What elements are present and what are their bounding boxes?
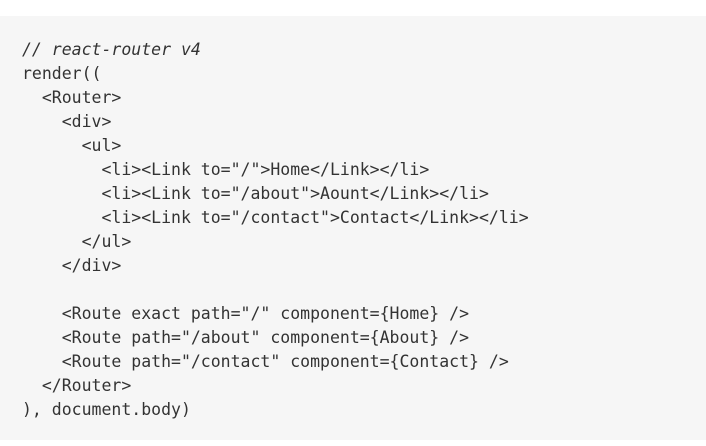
code-line: </ul> — [22, 232, 132, 251]
code-line: </div> — [22, 256, 122, 275]
code-line-blank — [22, 278, 706, 302]
code-line: ), document.body) — [22, 400, 191, 419]
code-listing: // react-router v4 render(( <Router> <div… — [22, 38, 706, 422]
code-block: // react-router v4 render(( <Router> <div… — [0, 16, 706, 440]
code-line: <li><Link to="/about">Aount</Link></li> — [22, 184, 489, 203]
code-line: <Route exact path="/" component={Home} /… — [22, 304, 470, 323]
code-line-comment: // react-router v4 — [22, 40, 201, 59]
code-line: <Route path="/contact" component={Contac… — [22, 352, 509, 371]
code-line: <li><Link to="/">Home</Link></li> — [22, 160, 430, 179]
code-line: <Route path="/about" component={About} /… — [22, 328, 470, 347]
code-line: </Router> — [22, 376, 132, 395]
code-line: render(( — [22, 64, 102, 83]
code-line: <li><Link to="/contact">Contact</Link></… — [22, 208, 529, 227]
code-line: <div> — [22, 112, 112, 131]
code-line: <ul> — [22, 136, 122, 155]
code-line: <Router> — [22, 88, 122, 107]
